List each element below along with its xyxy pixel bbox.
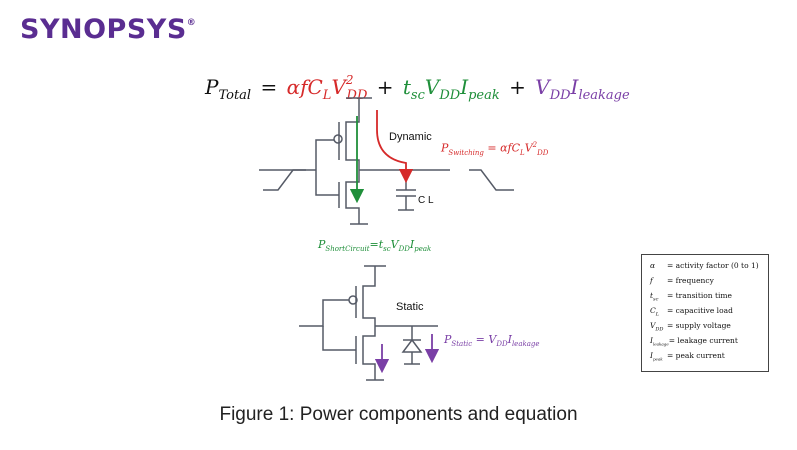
pmos-top	[345, 112, 360, 168]
psc-rhs: =t	[369, 238, 384, 251]
legend-row-ileakage: Ileakage = leakage current	[650, 336, 760, 351]
pst-sub: Static	[451, 340, 473, 349]
legend-sym: α	[650, 261, 656, 270]
dynamic-v: V	[331, 75, 346, 99]
legend-sub: peak	[652, 356, 663, 362]
pst-i: I	[507, 333, 512, 346]
static-label: Static	[396, 301, 424, 313]
figure-caption: Figure 1: Power components and equation	[219, 404, 578, 425]
legend-row-vdd: VDD = supply voltage	[650, 321, 760, 336]
legend-sub: DD	[655, 326, 664, 333]
dynamic-vdd-sub: DD	[346, 88, 368, 103]
eq-plus-1: +	[376, 75, 394, 99]
p-shortcircuit-formula: PShortCircuit=tscVDDIpeak	[318, 238, 431, 253]
psc-i: I	[409, 238, 415, 251]
symbol-legend: α = activity factor (0 to 1) f = frequen…	[641, 254, 769, 372]
eq-equals: =	[260, 75, 278, 99]
dynamic-current-arrow	[376, 110, 414, 184]
synopsys-logo: SYNOPSYS®	[20, 14, 196, 45]
psw-sup: 2	[532, 141, 538, 149]
legend-row-alpha: α = activity factor (0 to 1)	[650, 261, 760, 276]
gate-wire	[315, 139, 334, 170]
legend-sym: f	[650, 276, 653, 285]
legend-text: = leakage current	[668, 336, 738, 345]
legend-sub: L	[655, 311, 660, 318]
psw-p: P	[441, 141, 449, 155]
pst-p: P	[444, 333, 452, 346]
psc-v-sub: DD	[398, 245, 410, 254]
psw-rhs-sub: L	[520, 148, 525, 157]
legend-text: = frequency	[667, 276, 714, 285]
diode-triangle	[401, 338, 423, 353]
legend-sym: I	[650, 351, 653, 360]
leak-v-sub: DD	[549, 88, 571, 103]
psc-i-sub: peak	[414, 245, 432, 254]
legend-row-f: f = frequency	[650, 276, 760, 291]
pst-i-sub: leakage	[511, 340, 540, 349]
dynamic-term: αfCLV2DD	[286, 73, 368, 103]
eq-total-sub: Total	[218, 88, 252, 103]
legend-sym: I	[650, 336, 653, 345]
legend-text: = transition time	[667, 291, 732, 300]
gate-wire-bottom-n	[322, 326, 356, 351]
leakage-term: VDDIleakage	[535, 75, 629, 103]
sc-t: t	[402, 75, 411, 99]
pst-rhs: = V	[475, 333, 497, 346]
legend-text: = peak current	[667, 351, 725, 360]
psw-v-sub: DD	[537, 148, 549, 157]
legend-sub: leakage	[652, 341, 669, 347]
input-waveform	[263, 169, 306, 191]
psc-p: P	[318, 238, 326, 251]
psc-sub: ShortCircuit	[325, 245, 370, 254]
legend-text: = capacitive load	[667, 306, 733, 315]
pmos-bottom	[362, 278, 376, 326]
dynamic-cl-sub: L	[322, 88, 332, 103]
dynamic-coef: αfC	[286, 75, 323, 99]
legend-row-ipeak: Ipeak = peak current	[650, 351, 760, 366]
load-sub: L	[428, 195, 434, 206]
dynamic-sup: 2	[345, 73, 354, 87]
leak-v: V	[535, 75, 550, 99]
psw-v: V	[524, 141, 533, 155]
legend-row-tsc: tsc = transition time	[650, 291, 760, 306]
legend-sym: t	[650, 291, 654, 300]
leak-i-sub: leakage	[578, 88, 630, 103]
psw-sub: Switching	[448, 148, 484, 157]
registered-mark: ®	[186, 18, 197, 28]
sc-i: I	[460, 75, 469, 99]
load-c: C	[418, 195, 426, 206]
p-static-formula: PStatic = VDDIleakage	[444, 333, 540, 348]
sc-v: V	[424, 75, 440, 99]
logo-text: SYNOPSYS	[20, 14, 187, 45]
eq-plus-2: +	[509, 75, 526, 99]
psw-rhs: = αfC	[487, 141, 521, 155]
load-label: C L	[418, 195, 434, 206]
legend-sub: sc	[653, 296, 659, 303]
psc-t-sub: sc	[383, 245, 391, 254]
gate-wire-n	[315, 170, 339, 196]
legend-sym: V	[650, 321, 656, 330]
legend-text: = activity factor (0 to 1)	[667, 261, 759, 270]
psc-v: V	[390, 238, 399, 251]
pst-v-sub: DD	[496, 340, 508, 349]
legend-sym: C	[650, 306, 656, 315]
total-power-equation: PTotal = αfCLV2DD + tscVDDIpeak + VDDIle…	[205, 73, 630, 103]
legend-text: = supply voltage	[667, 321, 731, 330]
nmos-bottom	[362, 326, 376, 372]
sc-t-sub: sc	[410, 88, 425, 103]
pmos-bubble	[333, 134, 343, 144]
eq-p: P	[205, 75, 219, 99]
dynamic-label: Dynamic	[389, 131, 432, 143]
output-waveform	[469, 169, 514, 191]
sc-i-sub: peak	[468, 88, 500, 103]
short-circuit-term: tscVDDIpeak	[402, 75, 500, 103]
nmos-top	[345, 176, 360, 214]
leak-i: I	[570, 75, 579, 99]
gate-wire-bottom	[299, 299, 349, 327]
p-switching-formula: PSwitching = αfCLV2DD	[441, 141, 548, 157]
legend-row-cl: CL = capacitive load	[650, 306, 760, 321]
sc-v-sub: DD	[439, 88, 461, 103]
